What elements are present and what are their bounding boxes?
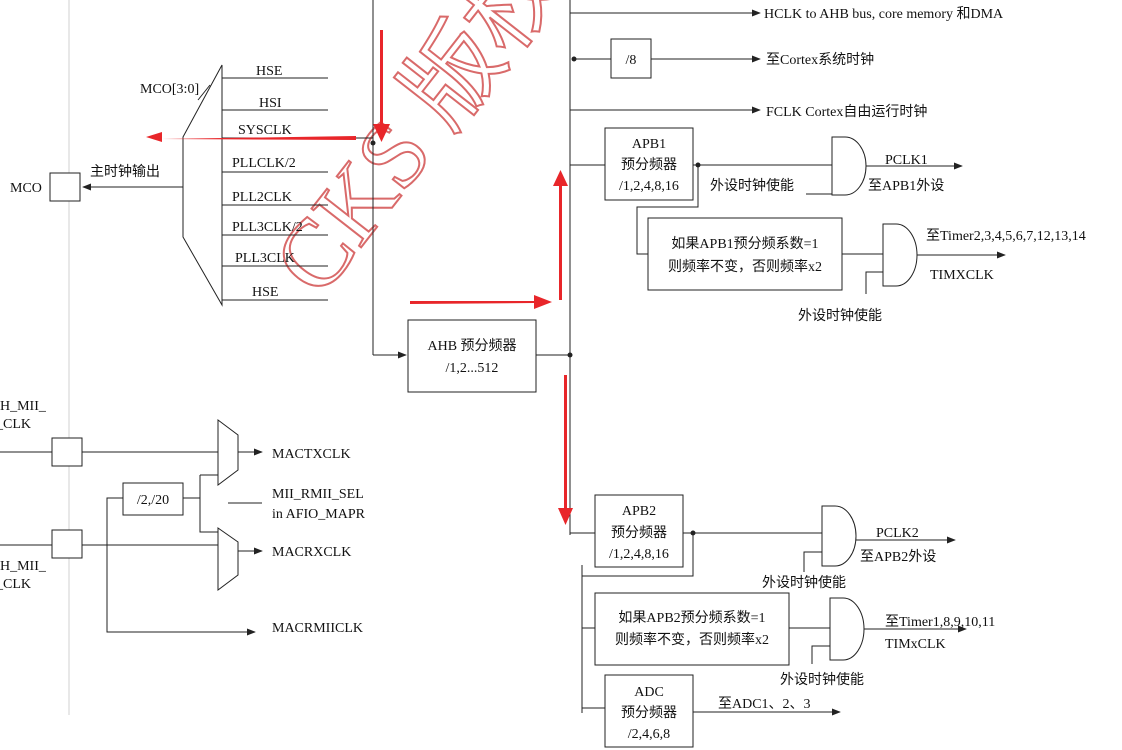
eth-rx-partial1: H_MII_ <box>0 559 47 574</box>
fclk-label: FCLK Cortex自由运行时钟 <box>766 103 927 120</box>
apb1-title: APB1 <box>632 137 666 152</box>
mco-input-pll3clk: PLL3CLK <box>235 251 295 266</box>
ahb-ratio: /1,2...512 <box>446 361 499 376</box>
mco-mux <box>182 64 223 307</box>
macrmii-arrow <box>106 545 256 636</box>
macrmii-label: MACRMIICLK <box>272 621 363 636</box>
apb1-timer-multiplier-box <box>647 217 843 291</box>
ethernet-group: H_MII_ _CLK MACTXCLK H_MII_ _CLK MACRXCL… <box>0 399 366 636</box>
apb1-group: APB1 预分频器 /1,2,4,8,16 PCLK1 至APB1外设 外设时钟… <box>570 127 1086 324</box>
adc-ratio: /2,4,6,8 <box>628 727 670 742</box>
mco-input-hse-2: HSE <box>252 285 278 300</box>
red-arrow-left-icon <box>146 132 356 142</box>
apb1-enable2-line <box>865 271 883 294</box>
red-arrow-right-icon <box>410 295 552 309</box>
macrx-label: MACRXCLK <box>272 545 351 560</box>
ahb-prescaler-box <box>407 319 537 393</box>
mco-output-label: 主时钟输出 <box>90 163 160 180</box>
apb2-and-gate <box>821 505 857 567</box>
apb2-enable2: 外设时钟使能 <box>780 671 864 688</box>
eth-rx-partial2: _CLK <box>0 577 31 592</box>
apb1-ratio: /1,2,4,8,16 <box>619 179 679 194</box>
apb2-dest: 至APB2外设 <box>860 549 936 565</box>
apb1-timers: 至Timer2,3,4,5,6,7,12,13,14 <box>926 229 1086 244</box>
timxclk2-label: TIMxCLK <box>885 637 946 652</box>
pclk2-label: PCLK2 <box>876 526 919 541</box>
mco-input-sysclk: SYSCLK <box>238 123 292 138</box>
adc-sub: 预分频器 <box>621 705 677 721</box>
apb2-group: APB2 预分频器 /1,2,4,8,16 PCLK2 至APB2外设 外设时钟… <box>570 494 995 748</box>
apb2-timers: 至Timer1,8,9,10,11 <box>885 615 995 630</box>
macrx-mux <box>217 527 239 591</box>
eth-sel2: in AFIO_MAPR <box>272 507 366 522</box>
mco-input-pll2clk: PLL2CLK <box>232 190 292 205</box>
eth-tx-partial2: _CLK <box>0 417 31 432</box>
div8-box <box>610 38 652 79</box>
mco-pin-label: MCO <box>10 181 42 196</box>
apb1-prescaler-box <box>604 127 694 201</box>
div8-label: /8 <box>626 53 637 68</box>
eth-tx-pin-box <box>51 437 83 467</box>
ahb-title: AHB 预分频器 <box>427 338 516 354</box>
sysclk-junction <box>370 140 376 146</box>
adc-dest: 至ADC1、2、3 <box>718 697 811 712</box>
eth-div-box <box>122 482 184 516</box>
eth-sel1: MII_RMII_SEL <box>272 487 364 502</box>
apb2-cond1: 如果APB2预分频系数=1 <box>618 610 765 626</box>
mactx-label: MACTXCLK <box>272 447 351 462</box>
red-arrow-up-icon <box>553 170 568 300</box>
apb1-and-gate <box>831 136 867 196</box>
eth-div-label: /2,/20 <box>137 493 169 508</box>
apb1-timer-and-gate <box>882 223 918 287</box>
mco-label: MCO[3:0] <box>140 82 199 97</box>
apb1-dest: 至APB1外设 <box>868 178 944 194</box>
red-arrow-down-2-icon <box>558 375 573 525</box>
apb1-cond1: 如果APB1预分频系数=1 <box>671 236 818 252</box>
apb2-ratio: /1,2,4,8,16 <box>609 547 669 562</box>
apb1-cond2: 则频率不变，否则频率x2 <box>668 258 822 275</box>
apb2-enable2-line <box>811 645 830 664</box>
mco-mux-group: MCO[3:0] HSE HSI SYSCLK PLLCLK/2 PLL2CLK… <box>10 64 373 307</box>
apb1-timer-branch <box>636 165 699 255</box>
apb2-sub: 预分频器 <box>611 525 667 541</box>
apb2-branch <box>582 533 694 577</box>
apb2-enable: 外设时钟使能 <box>762 574 846 591</box>
mactx-mux <box>217 419 239 486</box>
eth-tx-partial1: H_MII_ <box>0 399 47 414</box>
apb1-sub: 预分频器 <box>621 157 677 173</box>
red-annotation-arrows <box>146 30 573 525</box>
mco-input-hsi: HSI <box>259 96 282 111</box>
apb2-timer-and-gate <box>829 597 865 661</box>
hclk-junction <box>567 352 573 358</box>
apb2-title: APB2 <box>622 504 656 519</box>
mco-input-pllclk2: PLLCLK/2 <box>232 156 296 171</box>
adc-prescaler-box <box>604 674 694 748</box>
apb1-enable: 外设时钟使能 <box>710 177 794 194</box>
red-arrow-down-icon <box>373 30 390 142</box>
hclk-label: HCLK to AHB bus, core memory 和DMA <box>764 6 1004 22</box>
pclk1-label: PCLK1 <box>885 153 928 168</box>
apb2-cond2: 则频率不变，否则频率x2 <box>615 631 769 648</box>
eth-div-in-line <box>106 497 123 545</box>
mco-pin-box <box>49 172 81 202</box>
mco-input-hse: HSE <box>256 64 282 79</box>
adc-title: ADC <box>634 685 664 700</box>
eth-rx-pin-box <box>51 529 83 559</box>
apb1-enable2: 外设时钟使能 <box>798 307 882 324</box>
cortex-sys-label: 至Cortex系统时钟 <box>766 51 874 68</box>
apb2-timer-multiplier-box <box>594 592 790 666</box>
apb2-prescaler-box <box>594 494 684 568</box>
mco-input-pll3clk2: PLL3CLK/2 <box>232 220 303 235</box>
timxclk-label: TIMXCLK <box>930 268 994 283</box>
eth-div-to-mux-line <box>199 475 218 533</box>
mco-select-tick <box>197 84 211 101</box>
apb2-enable-line <box>803 551 822 572</box>
